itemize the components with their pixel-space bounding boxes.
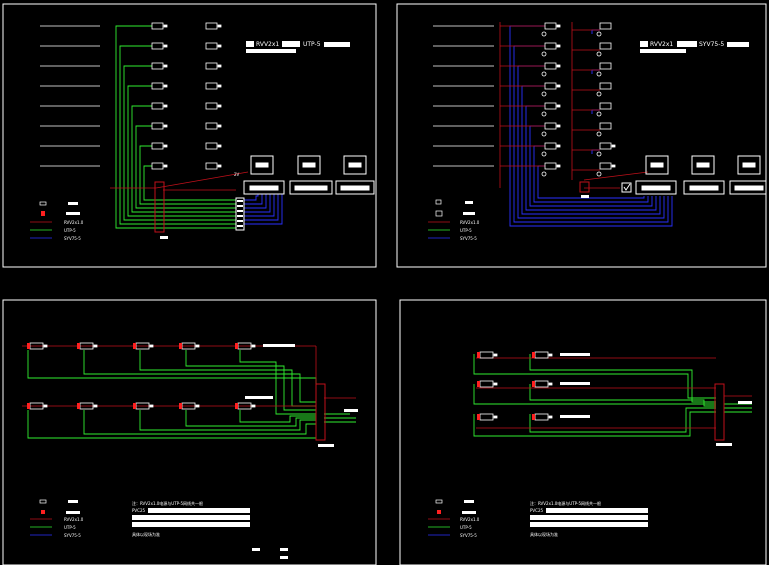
power-cables (110, 171, 249, 191)
panel-top-right: RVV2x1 SYV75-5 RVV2x1.0 UTP-5 SYV75 (428, 22, 767, 241)
legend-network-label: UTP-5 (460, 228, 472, 233)
power-cables (476, 357, 752, 429)
panel-frame-bottom-right (399, 299, 767, 565)
camera-column-2 (205, 22, 222, 170)
legend-video-label: SYV75-5 (460, 236, 477, 241)
legend: RVV2x1.0 UTP-5 SYV75-5 (428, 199, 480, 241)
note-line-3: 具体以现场为准 (530, 531, 558, 537)
note-line-1: 注：RVV2x1.0电源与UTP-5网线共一根 (132, 500, 203, 506)
power-box (154, 181, 165, 233)
legend-power-label: RVV2x1.0 (460, 220, 480, 225)
network-cables (27, 350, 356, 439)
camera-group (477, 351, 553, 421)
camera-column-1 (151, 22, 168, 170)
check-icon (623, 183, 631, 191)
legend-network-label: UTP-5 (64, 228, 76, 233)
note-line-3: 具体以现场为准 (132, 531, 160, 537)
network-cables (115, 25, 236, 229)
video-cables (244, 194, 283, 225)
note-line-1: 注：RVV2x1.0电源与UTP-5网线共一根 (530, 500, 601, 506)
monitor-group (621, 155, 767, 195)
legend-power-label: RVV2x1.0 (64, 517, 84, 522)
power-box-label (160, 236, 168, 239)
note-line-2: PVC25 (132, 508, 145, 513)
panel-frame-top-right (396, 3, 767, 268)
note-a: RVV2x1 (256, 41, 279, 48)
legend-network-label: UTP-5 (64, 525, 76, 530)
camera-row-2 (27, 402, 256, 410)
panel-frame-top-left (2, 3, 377, 268)
panel-frame-bottom-left (2, 299, 377, 565)
legend: RVV2x1.0 UTP-5 SYV75-5 (30, 499, 84, 538)
camera-column-1 (541, 22, 561, 177)
power-box (315, 383, 326, 441)
power-box (579, 181, 590, 193)
legend-video-label: SYV75-5 (460, 533, 477, 538)
legend-power-label: RVV2x1.0 (460, 517, 480, 522)
panel-bottom-right: 注：RVV2x1.0电源与UTP-5网线共一根 PVC25 具体以现场为准 RV… (428, 351, 752, 538)
power-cables (22, 345, 356, 407)
network-cables (473, 354, 752, 437)
legend-power-label: RVV2x1.0 (64, 220, 84, 225)
note-b: UTP-5 (303, 41, 321, 48)
power-box (714, 383, 725, 441)
panel-top-left: RVV2x1 UTP-5 2V RVV2x1.0 UTP-5 SYV75-5 (30, 22, 375, 241)
tag-2v: 2V (234, 172, 240, 177)
monitor-group (243, 155, 375, 195)
camera-column-2 (596, 22, 616, 177)
legend: RVV2x1.0 UTP-5 SYV75-5 (428, 499, 480, 538)
legend-network-label: UTP-5 (460, 525, 472, 530)
legend-video-label: SYV75-5 (64, 533, 81, 538)
legend-video-label: SYV75-5 (64, 236, 81, 241)
camera-row-1 (27, 342, 256, 350)
floor-lines (433, 25, 494, 167)
note-b: SYV75-5 (699, 41, 724, 48)
panel-bottom-left: 注：RVV2x1.0电源与UTP-5网线共一根 PVC25 具体以现场为准 RV… (22, 342, 358, 559)
note-a: RVV2x1 (650, 41, 673, 48)
legend: RVV2x1.0 UTP-5 SYV75-5 (30, 201, 84, 241)
power-cables (499, 22, 649, 189)
note-line-2: PVC25 (530, 508, 543, 513)
floor-lines (40, 25, 100, 167)
network-switch (235, 197, 245, 231)
